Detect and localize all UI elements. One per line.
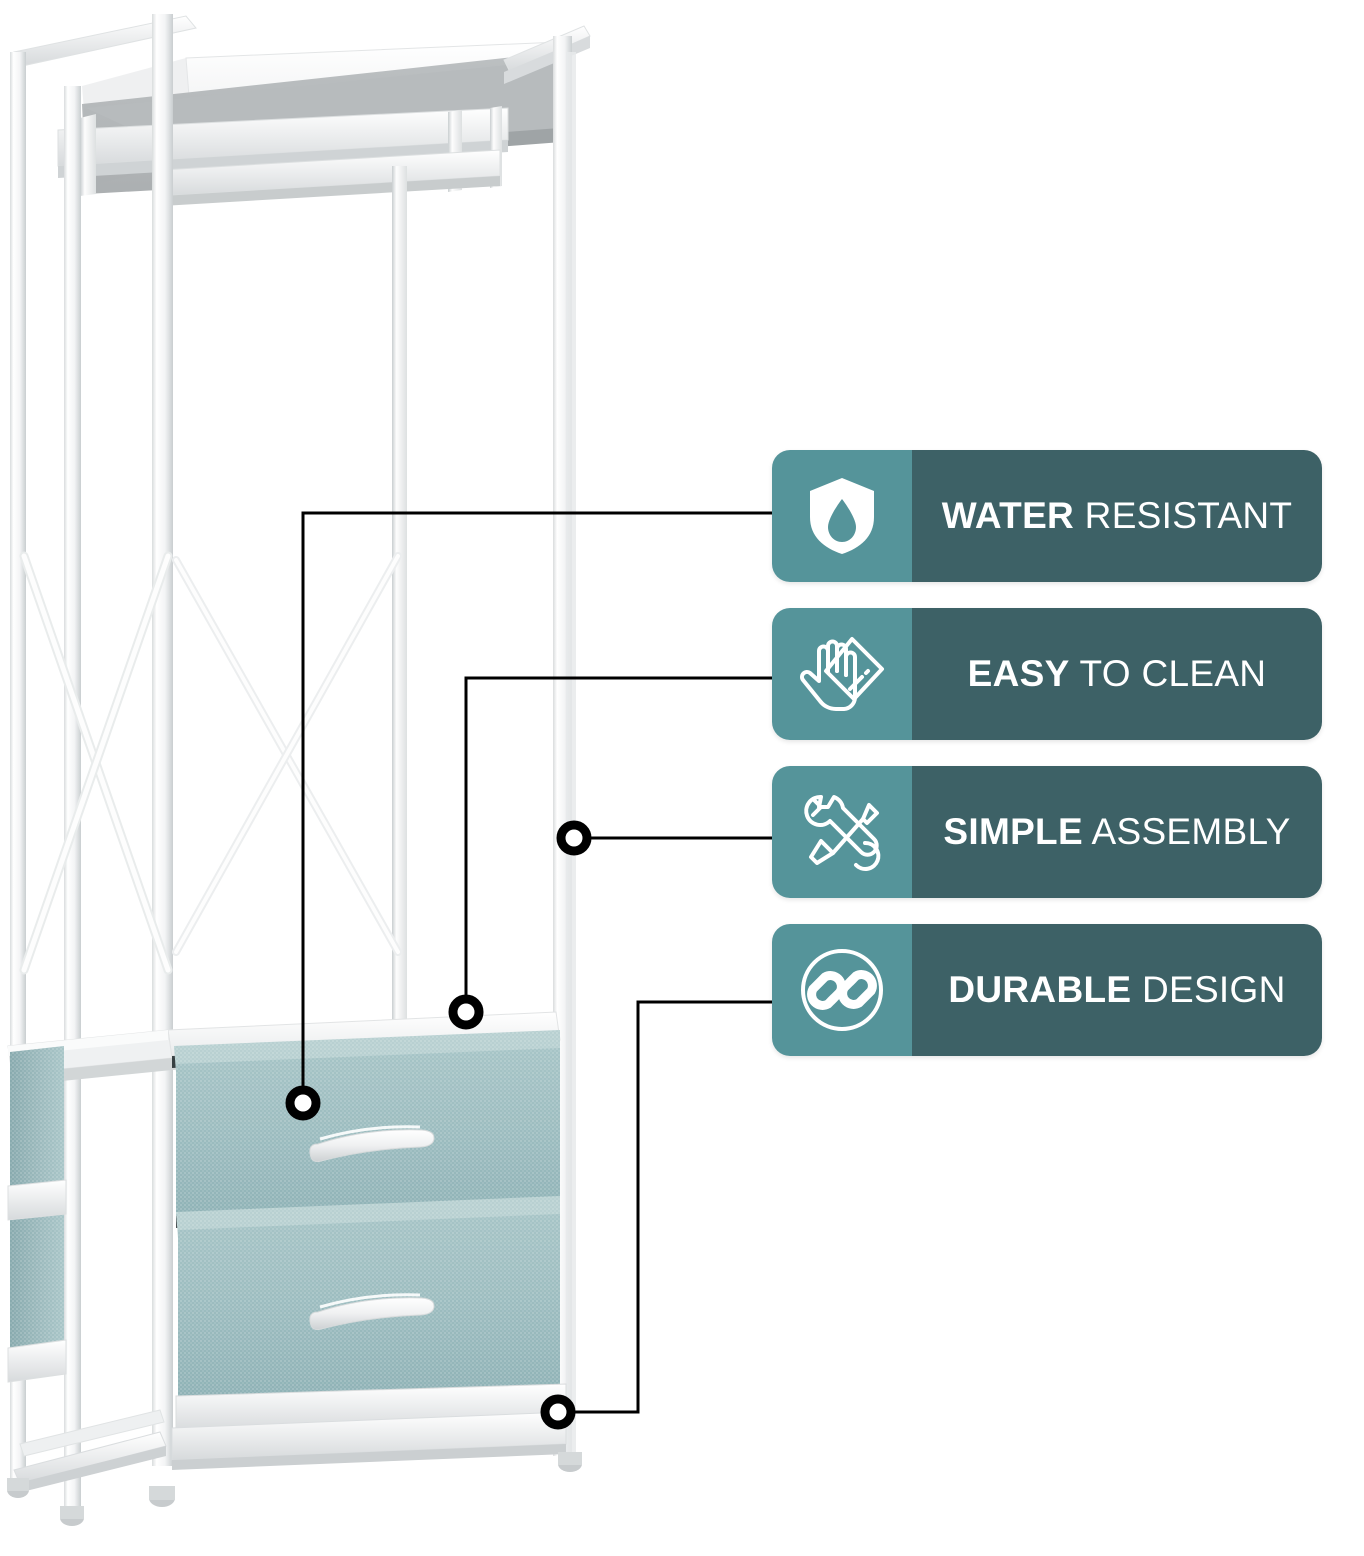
badge-easy-to-clean[interactable]: EASY TO CLEAN bbox=[772, 608, 1322, 740]
badge-label-light: RESISTANT bbox=[1084, 494, 1293, 536]
badge-label-bold: WATER bbox=[941, 494, 1075, 536]
base-frame bbox=[7, 1339, 582, 1526]
badge-text-panel: SIMPLE ASSEMBLY bbox=[912, 766, 1322, 898]
feature-badge-list: WATER RESISTANT bbox=[772, 450, 1324, 1082]
badge-label: DURABLE DESIGN bbox=[948, 968, 1286, 1010]
badge-text-panel: WATER RESISTANT bbox=[912, 450, 1322, 582]
badge-label: EASY TO CLEAN bbox=[967, 652, 1267, 694]
top-shelf bbox=[13, 15, 591, 206]
hand-wiping-cloth-icon bbox=[798, 631, 886, 717]
chain-link-circle-icon bbox=[798, 946, 886, 1034]
shield-water-drop-icon bbox=[803, 475, 881, 557]
leg-foot bbox=[7, 1452, 582, 1526]
badge-label: WATER RESISTANT bbox=[941, 494, 1293, 536]
badge-text-panel: EASY TO CLEAN bbox=[912, 608, 1322, 740]
badge-icon-panel bbox=[772, 766, 912, 898]
badge-icon-panel bbox=[772, 608, 912, 740]
badge-durable-design[interactable]: DURABLE DESIGN bbox=[772, 924, 1322, 1056]
lower-drawer-handle bbox=[309, 1293, 435, 1331]
badge-label: SIMPLE ASSEMBLY bbox=[943, 810, 1291, 852]
badge-icon-panel bbox=[772, 450, 912, 582]
badge-label-bold: EASY bbox=[967, 652, 1070, 694]
hanging-rod bbox=[392, 166, 407, 1026]
badge-icon-panel bbox=[772, 924, 912, 1056]
upper-drawer-handle bbox=[309, 1125, 435, 1163]
badge-water-resistant[interactable]: WATER RESISTANT bbox=[772, 450, 1322, 582]
badge-label-bold: SIMPLE bbox=[943, 810, 1083, 852]
badge-text-panel: DURABLE DESIGN bbox=[912, 924, 1322, 1056]
badge-label-light: DESIGN bbox=[1141, 968, 1286, 1010]
lower-fabric-drawer bbox=[7, 1179, 560, 1398]
wrench-screwdriver-icon bbox=[799, 789, 885, 875]
badge-label-light: TO CLEAN bbox=[1079, 652, 1267, 694]
badge-label-bold: DURABLE bbox=[948, 968, 1132, 1010]
product-image bbox=[7, 14, 591, 1526]
badge-simple-assembly[interactable]: SIMPLE ASSEMBLY bbox=[772, 766, 1322, 898]
badge-label-light: ASSEMBLY bbox=[1091, 810, 1291, 852]
